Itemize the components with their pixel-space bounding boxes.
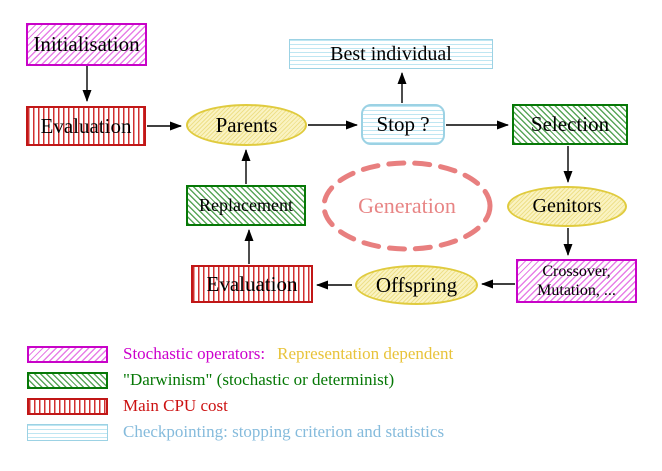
- legend-label-main-cpu-cost: Main CPU cost: [123, 396, 228, 415]
- node-genitors: Genitors: [507, 186, 627, 227]
- legend-label-representation-dependent: Representation dependent: [277, 344, 454, 363]
- node-selection: Selection: [512, 104, 628, 145]
- node-parents: Parents: [186, 104, 307, 146]
- node-crossover-mutation: Crossover, Mutation, ...: [516, 259, 637, 303]
- node-replacement: Replacement: [186, 185, 306, 226]
- node-replacement-label: Replacement: [199, 195, 293, 215]
- legend-swatch-cyan-stripes: [27, 423, 108, 441]
- legend-swatch-red-stripes: [27, 397, 108, 415]
- legend-label-darwinism: "Darwinism" (stochastic or determinist): [123, 370, 395, 389]
- node-evaluation-top-label: Evaluation: [40, 113, 132, 138]
- node-evaluation-bottom: Evaluation: [191, 265, 313, 303]
- node-evaluation-top: Evaluation: [26, 106, 146, 146]
- legend-row-stochastic-operators: Stochastic operators: Representation dep…: [27, 344, 453, 364]
- node-genitors-label: Genitors: [532, 195, 602, 217]
- node-parents-label: Parents: [215, 112, 278, 137]
- legend-swatch-green-hatch: [27, 371, 108, 389]
- generation-label: Generation: [358, 193, 456, 218]
- node-best-individual: Best individual: [289, 39, 493, 69]
- node-offspring: Offspring: [355, 265, 478, 305]
- legend-label-checkpointing: Checkpointing: stopping criterion and st…: [123, 422, 445, 441]
- node-crossover-line2: Mutation, ...: [537, 282, 616, 299]
- legend-row-main-cpu-cost: Main CPU cost: [27, 396, 228, 416]
- legend-row-checkpointing: Checkpointing: stopping criterion and st…: [27, 422, 444, 442]
- node-crossover-line1: Crossover,: [542, 263, 611, 280]
- node-initialisation: Initialisation: [26, 23, 147, 66]
- legend-label-stochastic-operators: Stochastic operators:: [123, 344, 266, 363]
- node-stop: Stop ?: [361, 104, 445, 145]
- node-selection-label: Selection: [530, 112, 610, 136]
- legend-swatch-magenta-hatch: [27, 345, 108, 363]
- node-stop-label: Stop ?: [376, 112, 430, 136]
- legend-row-darwinism: "Darwinism" (stochastic or determinist): [27, 370, 394, 390]
- node-initialisation-label: Initialisation: [33, 32, 140, 56]
- node-evaluation-bottom-label: Evaluation: [206, 271, 298, 296]
- node-offspring-label: Offspring: [375, 272, 458, 297]
- node-best-individual-label: Best individual: [330, 42, 452, 65]
